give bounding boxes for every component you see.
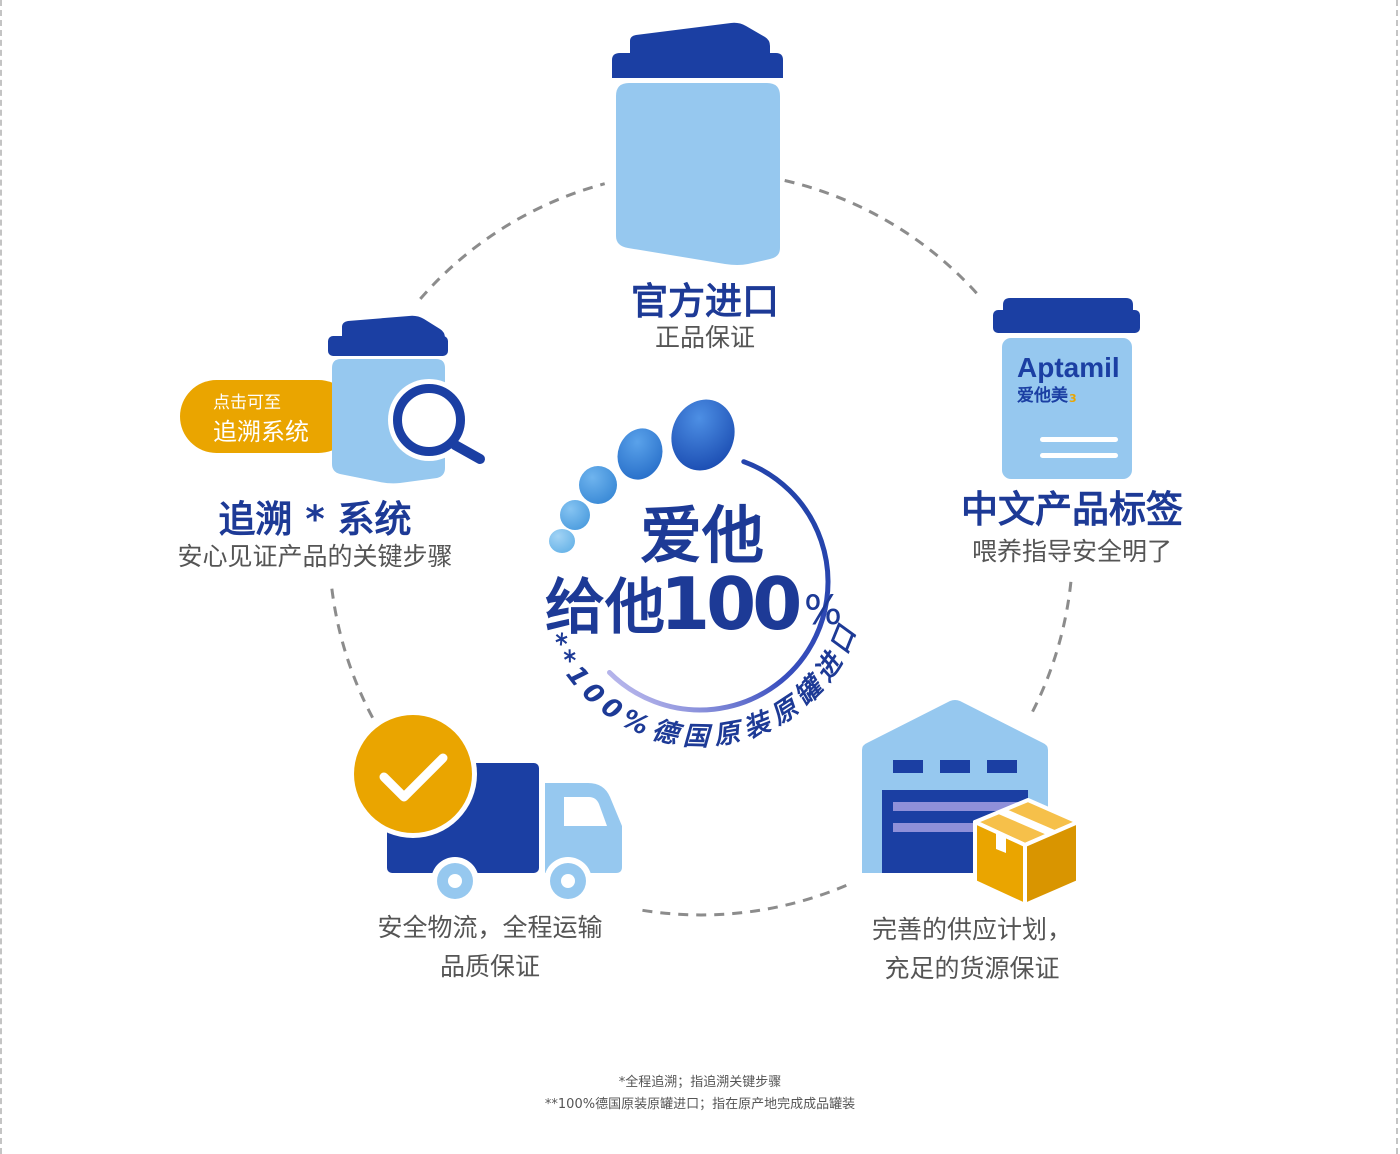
- door-stripe: [893, 802, 1018, 811]
- wheel-hub: [448, 874, 462, 888]
- left-dashed-border: [0, 0, 2, 1154]
- logistics-line-2: 品质保证: [439, 952, 540, 981]
- truck-cab: [545, 783, 622, 873]
- traceability-title: 追溯 * 系统: [218, 498, 412, 541]
- can-lid-band: [612, 53, 783, 78]
- logo-droplet: [579, 466, 617, 504]
- label-line: [1040, 453, 1118, 458]
- aptamil-can-icon: Aptamil 爱他美 3: [993, 298, 1140, 479]
- can-body: [1002, 338, 1132, 479]
- truck-wheel: [431, 857, 479, 905]
- supply-line-2: 充足的货源保证: [884, 954, 1060, 983]
- magnifier-lens: [393, 384, 465, 456]
- box-tape: [996, 809, 1057, 835]
- logo-line-1: 爱他: [640, 499, 764, 572]
- official-import-title: 官方进口: [631, 280, 779, 323]
- check-badge: [354, 715, 472, 833]
- can-cap: [342, 315, 445, 338]
- logo-ring: [607, 459, 831, 713]
- logo-number: 100: [660, 562, 799, 646]
- official-import-subtitle: 正品保证: [654, 323, 755, 352]
- logo-droplet: [671, 399, 735, 471]
- dashed-ring: [330, 179, 1073, 917]
- wheel-hub: [561, 874, 575, 888]
- center-logo: 爱他 给他 100 % **100%德国原装原罐进口: [540, 399, 863, 752]
- can-cap: [1003, 298, 1133, 313]
- logo-percent: %: [804, 588, 842, 634]
- can-body: [616, 83, 780, 265]
- check-mark: [379, 753, 448, 802]
- supply-line-1: 完善的供应计划，: [871, 915, 1072, 944]
- can-magnifier-icon: [328, 315, 489, 484]
- box-label: [996, 832, 1006, 853]
- ring-segment-right: [1028, 581, 1073, 719]
- logistics-line-1: 安全物流，全程运输: [377, 913, 603, 942]
- can-name-label: 爱他美: [1017, 385, 1069, 406]
- warehouse-window: [987, 760, 1017, 773]
- label-line: [1040, 437, 1118, 442]
- magnifier-handle: [450, 440, 485, 464]
- ring-segment-left: [330, 588, 374, 719]
- link-pill-line-1[interactable]: 点击可至: [213, 393, 281, 413]
- box-right-face: [1023, 820, 1080, 907]
- logo-droplet: [549, 529, 575, 553]
- traceability-link-button[interactable]: 点击可至 追溯系统: [180, 380, 355, 453]
- can-lid-band: [993, 310, 1140, 333]
- truck-wheel: [544, 857, 592, 905]
- ring-segment-top-left: [419, 182, 606, 300]
- ring-segment-top-right: [784, 179, 983, 300]
- right-dashed-border: [1396, 0, 1398, 1154]
- door-stripe: [893, 823, 1018, 832]
- can-lid-band: [328, 336, 448, 356]
- logo-droplet: [560, 500, 590, 530]
- logo-line-2: 给他: [545, 573, 665, 643]
- ring-segment-bottom: [636, 884, 847, 917]
- milk-can-icon: [612, 22, 783, 265]
- logo-droplet: [617, 428, 663, 480]
- warehouse-window: [893, 760, 923, 773]
- footnote-import: **100%德国原装原罐进口；指在原产地完成成品罐装: [544, 1097, 856, 1112]
- link-pill[interactable]: [180, 380, 355, 453]
- can-cap: [630, 22, 770, 54]
- package-box-icon: [973, 798, 1080, 907]
- chinese-label-subtitle: 喂养指导安全明了: [971, 537, 1172, 566]
- traceability-subtitle: 安心见证产品的关键步骤: [177, 542, 453, 571]
- footnote-traceability: *全程追溯；指追溯关键步骤: [618, 1075, 782, 1090]
- checkmark-icon: [349, 710, 477, 838]
- truck-window: [564, 797, 607, 826]
- can-stage-label: 3: [1069, 392, 1077, 405]
- can-brand-label: Aptamil: [1017, 352, 1120, 383]
- chinese-label-title: 中文产品标签: [961, 488, 1183, 531]
- warehouse-window: [940, 760, 970, 773]
- link-pill-line-2[interactable]: 追溯系统: [213, 418, 309, 446]
